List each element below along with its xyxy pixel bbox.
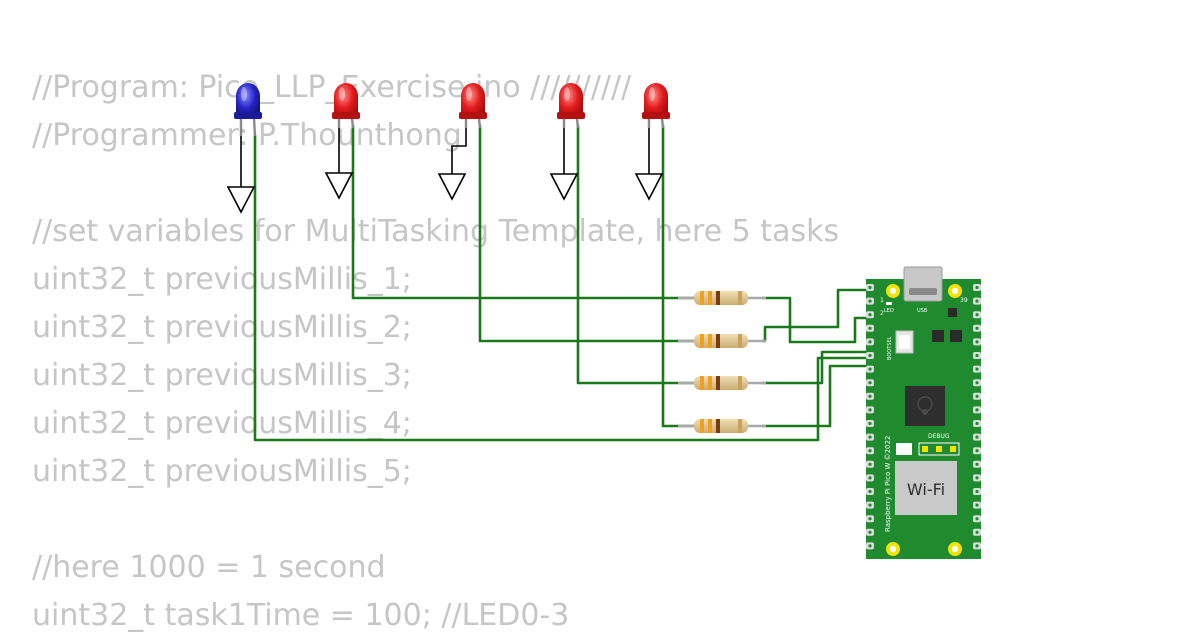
onboard-led [886, 302, 892, 305]
pin-hole [975, 285, 979, 290]
pin-hole [975, 476, 979, 480]
pin-hole [868, 326, 872, 330]
pin39-label: 39 [960, 297, 968, 304]
resistor-1[interactable] [678, 291, 766, 305]
pin-hole [975, 517, 979, 521]
code-line: uint32_t previousMillis_3; [32, 358, 412, 393]
pin-hole [868, 299, 872, 303]
led-label: LED [884, 308, 894, 314]
pin-hole [868, 367, 872, 371]
component [932, 330, 944, 342]
pin-pads-left [866, 284, 874, 550]
rp2040-chip [905, 386, 945, 426]
pin-hole [868, 285, 872, 290]
pin-hole [868, 530, 872, 534]
led-red-1[interactable] [332, 83, 360, 129]
pin-hole [868, 517, 872, 521]
wire-led-red-3[interactable] [576, 125, 694, 385]
pin-hole [975, 408, 979, 412]
resistor-4[interactable] [678, 419, 766, 433]
pin-hole [868, 476, 872, 480]
led-red-2[interactable] [459, 83, 487, 129]
pin-hole [975, 326, 979, 330]
wire-led-red-2[interactable] [478, 125, 694, 343]
ground-icon [549, 125, 579, 201]
pin-hole [868, 503, 872, 507]
pin-hole [868, 489, 872, 494]
led-red-4[interactable] [642, 83, 670, 129]
wire-res-3-board[interactable] [762, 350, 866, 385]
pin-hole [975, 449, 979, 453]
wire-led-blue[interactable] [253, 135, 866, 442]
ground-icon [226, 135, 256, 214]
bootsel-label: BOOTSEL [887, 336, 893, 360]
code-line: //set variables for MultiTasking Templat… [32, 214, 840, 249]
pin-pads-right [973, 284, 981, 550]
pin-hole [975, 489, 979, 494]
ground-icon [634, 125, 664, 201]
code-line: uint32_t previousMillis_4; [32, 406, 412, 441]
code-line: uint32_t previousMillis_2; [32, 310, 412, 345]
pin-hole [868, 449, 872, 453]
pin2-label: 2 [880, 310, 884, 317]
pin-hole [975, 462, 979, 466]
pin-hole [868, 340, 872, 344]
resistor-2[interactable] [678, 334, 766, 348]
wire-led-red-1[interactable] [351, 125, 694, 300]
pin-hole [975, 544, 979, 548]
pin-hole [975, 340, 979, 344]
pin-hole [868, 462, 872, 466]
pico-w-board[interactable]: 1 2 39 LED USB BOOTSEL DEBUG [866, 266, 981, 559]
wifi-label: Wi-Fi [907, 480, 945, 499]
pin-hole [975, 353, 979, 358]
usb-connector [903, 266, 943, 302]
ground-symbols [226, 125, 664, 214]
board-name: Raspberry Pi Pico W ©2022 [884, 436, 892, 532]
component [950, 330, 962, 342]
pin-hole [975, 530, 979, 534]
led-blue[interactable] [234, 83, 262, 137]
pin-hole [868, 394, 872, 398]
wire-res-4-board[interactable] [762, 364, 866, 428]
debug-header [918, 442, 960, 456]
pin-hole [975, 503, 979, 507]
code-line: //Programmer: P.Thounthong [32, 118, 462, 153]
pin-hole [868, 353, 872, 358]
wire-res-1-board[interactable] [762, 296, 866, 344]
wire-led-red-4[interactable] [661, 125, 694, 428]
pin-hole [975, 394, 979, 398]
usb-label: USB [917, 308, 928, 314]
resistor-3[interactable] [678, 376, 766, 390]
code-line: uint32_t task1Time = 100; //LED0-3 [32, 598, 570, 633]
pin-hole [975, 435, 979, 439]
pin-hole [868, 421, 872, 426]
pin-hole [975, 313, 979, 317]
ground-icon [437, 125, 467, 201]
component [948, 308, 957, 317]
led-red-3[interactable] [557, 83, 585, 129]
wifi-module: Wi-Fi [895, 461, 957, 515]
pin-hole [868, 544, 872, 548]
code-line: //here 1000 = 1 second [32, 550, 386, 585]
pin-hole [868, 313, 872, 317]
ground-icon [324, 125, 354, 200]
mounting-holes [886, 284, 962, 556]
pin-hole [975, 299, 979, 303]
pin-hole [868, 435, 872, 439]
debug-label: DEBUG [928, 433, 950, 440]
pin-hole [975, 367, 979, 371]
pin-hole [975, 421, 979, 426]
pin1-label: 1 [880, 297, 884, 304]
component [896, 443, 912, 455]
pin-hole [868, 381, 872, 385]
pin-hole [975, 381, 979, 385]
pin-hole [868, 408, 872, 412]
code-line: uint32_t previousMillis_1; [32, 262, 412, 297]
bootsel-button[interactable] [895, 330, 914, 354]
code-line: uint32_t previousMillis_5; [32, 454, 412, 489]
